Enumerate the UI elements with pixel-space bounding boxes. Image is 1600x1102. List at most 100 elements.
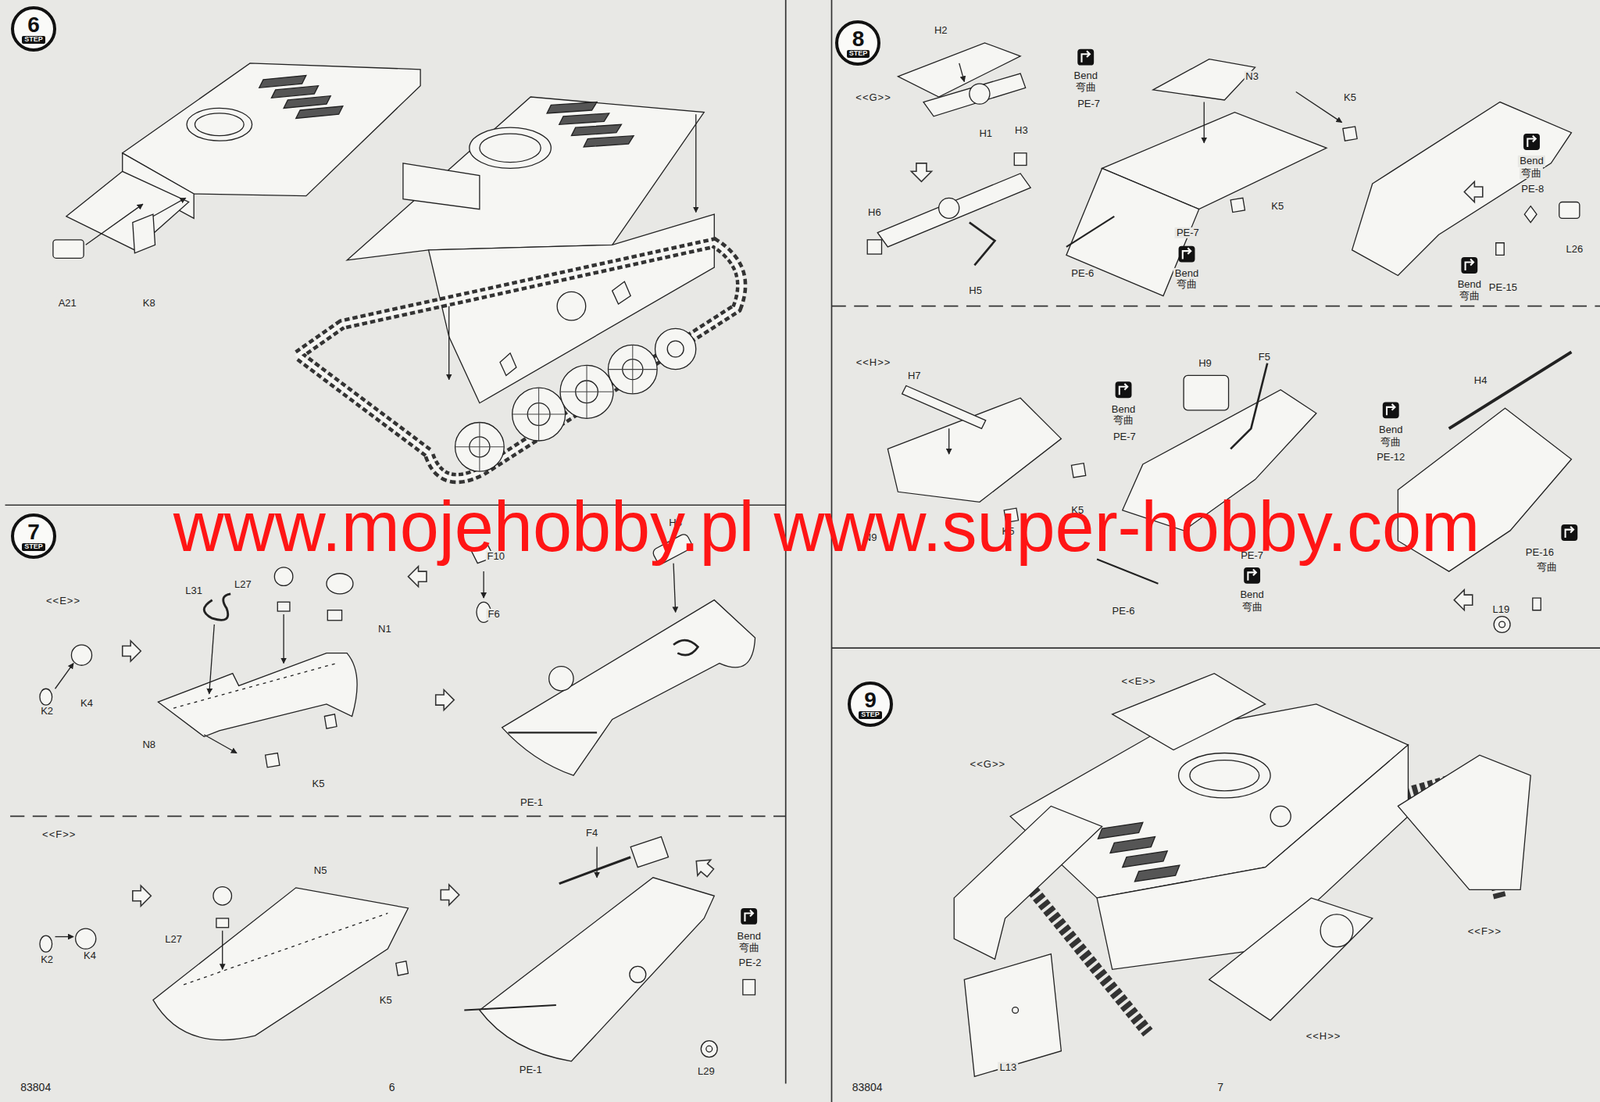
watermark: www.mojehobby.pl www.super-hobby.com [173,491,1480,562]
step6-drawing [448,306,450,380]
step6-drawing [557,291,586,321]
bend-icons [1460,257,1478,274]
step9-drawing [1320,914,1354,947]
step8-h-drawing [1071,463,1086,478]
part-label: 弯曲 [1111,414,1136,426]
part-label: 弯曲 [737,942,761,954]
step7-e-drawing [326,573,354,594]
step6-drawing [479,133,541,163]
step-badge: 7STEP [10,513,57,559]
subassembly-tag: <<G>> [853,92,893,104]
direction-arrows [689,853,718,881]
step9-drawing [1097,821,1179,882]
step7-e-drawing [673,563,676,613]
step8-g-drawing [969,83,990,104]
step6-drawing [122,63,421,197]
part-label: PE-16 [1524,546,1556,558]
step7-e-drawing [549,666,574,691]
step7-f-drawing [39,935,53,952]
part-label: PE-1 [518,796,545,808]
step6-drawing [186,107,253,141]
step8-g-drawing [1559,202,1580,219]
part-label: PE-7 [1075,98,1102,110]
step9-drawing [1112,673,1266,750]
part-label: N5 [312,864,329,876]
subassembly-tag: <<E>> [1120,675,1158,687]
step-number: 8 [852,28,865,50]
step8-g-drawing [969,222,996,266]
step7-e-drawing [39,532,756,776]
step9-drawing [1397,754,1531,890]
step9-drawing [1209,897,1373,1021]
step6-drawing [546,102,634,147]
bend-icons [740,907,758,925]
step8-h-drawing [948,428,950,454]
step7-f-drawing [216,917,229,928]
subassembly-tag: <<E>> [44,595,83,607]
part-label: L27 [232,578,254,590]
step8-g-drawing [1153,59,1256,100]
step9-drawing [1096,744,1408,969]
part-label: F4 [584,827,600,839]
step6-drawing [259,75,343,119]
step7-f-drawing [221,930,223,970]
part-label: 弯曲 [1240,601,1265,613]
direction-arrows [435,689,455,711]
step8-g-drawing [923,73,1026,117]
step8-h-drawing [887,397,1061,502]
direction-arrows [440,884,460,905]
step9-drawing [1270,805,1291,826]
part-label: L29 [696,1065,717,1077]
part-label: H6 [866,207,883,218]
page-number: 83804 [18,1082,53,1094]
part-label: 弯曲 [1535,561,1559,573]
subassembly-tag: <<H>> [1304,1030,1343,1042]
step6-drawing [500,353,517,376]
step6-drawing [695,114,697,212]
page-frame [831,646,1600,649]
step7-e-drawing [157,653,358,737]
step7-f-drawing [630,836,668,868]
step-badge: 8STEP [835,20,881,66]
part-label: PE-7 [1111,431,1138,443]
step6-drawing [66,171,190,250]
step8-g-drawing [1342,126,1358,141]
part-label: K5 [378,994,394,1006]
step7-f-drawing [75,928,97,949]
step8-g-drawing [1066,216,1115,247]
part-label: PE-15 [1487,282,1519,293]
step7-f-drawing [213,886,233,906]
part-label: PE-12 [1375,451,1407,463]
subassembly-tag: <<F>> [1466,925,1504,937]
step7-e-drawing [203,734,237,754]
part-label: H3 [1013,125,1030,136]
part-label: H5 [967,285,984,297]
part-label: Bend [1072,69,1100,81]
part-label: K2 [39,953,55,965]
step6-drawing [469,127,551,168]
step7-f-drawing [559,857,631,884]
step7-f-drawing [742,978,756,995]
step9-drawing [1189,760,1260,791]
step8-h-drawing [1532,597,1541,611]
step6-drawing [85,203,143,245]
part-label: L27 [163,932,184,944]
step9-drawing [953,673,1531,1077]
step8-h-drawing [1449,351,1572,429]
direction-arrows [122,163,1483,906]
step-word: STEP [858,710,883,719]
step6-drawing [132,214,156,254]
step7-e-drawing [39,688,53,705]
subassembly-tag: <<G>> [968,758,1008,770]
part-label: H7 [906,369,923,381]
step8-h-drawing [1499,621,1506,628]
step-number: 9 [864,689,877,711]
step6-drawing [403,163,480,210]
step7-e-drawing [507,731,597,733]
part-label: PE-6 [1110,605,1137,617]
part-label: L31 [183,585,204,597]
part-label: A21 [57,297,79,309]
page-number: 7 [1215,1082,1225,1094]
bend-icons [1560,524,1578,541]
